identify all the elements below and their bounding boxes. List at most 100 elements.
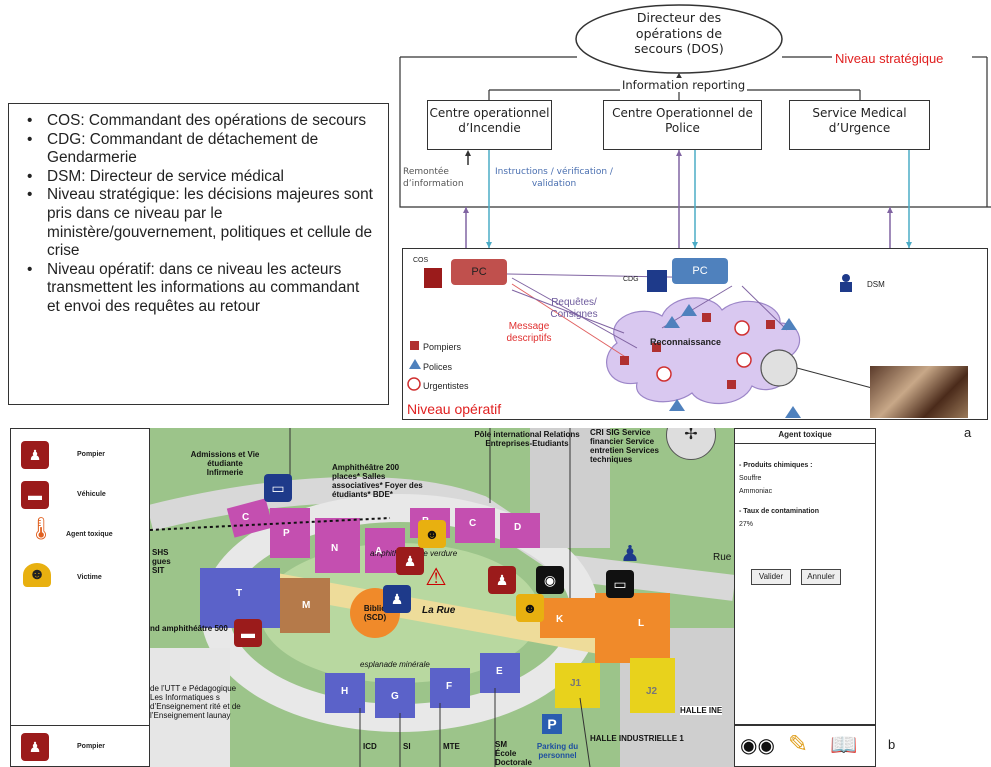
tool-pompier-label: Pompier [77, 451, 106, 458]
left-panel-divider [10, 725, 150, 726]
label-biblio: Biblio (SCD) [363, 604, 387, 622]
valider-button[interactable]: Valider [751, 569, 791, 585]
pompier-bottom-icon[interactable]: ♟ [21, 733, 49, 761]
label-esplanade: esplanade minérale [360, 660, 430, 669]
pompier-tool-icon[interactable]: ♟ [21, 441, 49, 469]
legend-urgentistes: Urgentistes [423, 381, 469, 391]
building-k: K [556, 614, 564, 625]
pencil-icon[interactable]: ✎ [788, 731, 809, 758]
legend-item-strategique: Niveau stratégique: les décisions majeur… [25, 186, 376, 260]
building-j2: J2 [646, 686, 658, 697]
centre-police-box: Centre Operationnel de Police [603, 100, 762, 150]
ammoniac-value: Ammoniac [739, 488, 773, 495]
victim-marker-icon[interactable]: ☻ [418, 520, 446, 548]
label-a: a [964, 425, 972, 440]
thermometer-tool-icon[interactable]: 🌡 [27, 516, 55, 541]
label-amphi: Amphithéâtre 200 places* Salles associat… [332, 463, 423, 499]
victim-marker-2-icon[interactable]: ☻ [516, 594, 544, 622]
dsm-label: DSM [867, 280, 885, 289]
legend-item-cdg: CDG: Commandant de détachement de Gendar… [25, 131, 376, 168]
message-label: Message descriptifs [506, 321, 552, 344]
building-g: G [391, 691, 399, 702]
label-halle1: HALLE INDUSTRIELLE 1 [590, 734, 684, 743]
legend-pompiers: Pompiers [423, 342, 462, 352]
reconnaissance-label: Reconnaissance [650, 337, 722, 347]
building-m: M [302, 600, 311, 611]
label-grand-amphi: nd amphithéâtre 500 [150, 624, 228, 633]
tool-victime-label: Victime [77, 574, 102, 581]
legend-item-dsm: DSM: Directeur de service médical [25, 168, 376, 187]
map-left-panel [10, 428, 150, 767]
label-cri: CRI SIG Service financier Service entret… [590, 428, 659, 464]
reconnaissance-lens [760, 349, 798, 387]
pompier-marker-2-icon[interactable]: ♟ [488, 566, 516, 594]
agent-panel-title: Agent toxique [734, 430, 876, 444]
instructions-label: Instructions / vérification / validation [495, 167, 613, 189]
campus-map[interactable]: Admissions et Vie étudiante Infirmerie A… [150, 428, 734, 767]
label-rue: Rue [713, 552, 732, 563]
legend-polices: Polices [423, 362, 453, 372]
building-n: N [331, 543, 339, 554]
produits-label: - Produits chimiques : [739, 462, 813, 469]
book-icon[interactable]: 📖 [830, 732, 858, 757]
building-d: D [514, 522, 522, 533]
label-admissions: Admissions et Vie étudiante Infirmerie [190, 450, 260, 477]
ambulance-marker-icon[interactable]: ▭ [606, 570, 634, 598]
centre-incendie-box: Centre operationnel d’Incendie [427, 100, 552, 150]
vehicle-marker-icon[interactable]: ▬ [234, 619, 262, 647]
legend-item-cos: COS: Commandant des opérations de secour… [25, 112, 376, 131]
building-c2: C [469, 518, 477, 529]
taux-value: 27% [739, 521, 754, 528]
campus-map-drawing [150, 428, 734, 767]
vehicle-tool-icon[interactable]: ▬ [21, 481, 49, 509]
label-sm: SM École Doctorale [495, 740, 532, 767]
label-utt: de l’UTT e Pédagogique Les Informatiques… [150, 684, 241, 720]
requetes-label: Requêtes/ Consignes [550, 297, 598, 320]
tool-vehicule-label: Véhicule [77, 491, 106, 498]
label-si: SI [403, 742, 411, 751]
niveau-operatif-label: Niveau opératif [407, 401, 502, 417]
victim-tool-icon[interactable]: ☻ [23, 563, 51, 587]
label-shs: SHS gues SIT [152, 548, 171, 575]
legend-item-operatif: Niveau opératif: dans ce niveau les acte… [25, 261, 376, 317]
cdg-label: CDG [623, 276, 639, 283]
label-halle-ine: HALLE INE [680, 706, 723, 715]
police-marker-2-icon[interactable]: ♟ [620, 541, 640, 566]
building-p: P [283, 528, 290, 539]
label-icd: ICD [363, 742, 377, 751]
binoculars-icon[interactable]: ◉◉ [740, 735, 775, 757]
pc-pompiers: PC [451, 259, 507, 285]
building-e: E [496, 666, 503, 677]
building-h: H [341, 686, 349, 697]
label-b: b [888, 737, 896, 752]
warning-marker-icon[interactable]: ⚠ [425, 564, 447, 591]
souffre-value: Souffre [739, 475, 762, 482]
label-mte: MTE [443, 742, 460, 751]
parking-icon: P [542, 714, 562, 734]
dos-label: Directeur des opérations de secours (DOS… [634, 10, 724, 56]
pc-police: PC [672, 258, 728, 284]
annuler-button[interactable]: Annuler [801, 569, 841, 585]
pompier-marker-icon[interactable]: ♟ [396, 547, 424, 575]
police-marker-icon[interactable]: ♟ [383, 585, 411, 613]
building-j1: J1 [570, 678, 582, 689]
niveau-strategique-label: Niveau stratégique [835, 51, 944, 66]
label-pole: Pôle international Relations Entreprises… [474, 430, 580, 448]
camera-marker-icon[interactable]: ◉ [536, 566, 564, 594]
label-parking: Parking du personnel [536, 742, 579, 760]
building-c1: C [242, 512, 250, 523]
bus-marker-icon[interactable]: ▭ [264, 474, 292, 502]
service-medical-box: Service Medical d’Urgence [789, 100, 930, 150]
building-a: A [375, 546, 383, 557]
rubble-photo [870, 366, 968, 418]
information-reporting-label: Information reporting [620, 78, 748, 92]
building-l: L [638, 618, 645, 629]
remontee-label: Remontée d’information [403, 167, 464, 189]
label-la-rue: La Rue [422, 605, 456, 616]
building-f: F [446, 681, 453, 692]
legend-box: COS: Commandant des opérations de secour… [8, 103, 389, 405]
cos-label: COS [413, 257, 429, 264]
taux-label: - Taux de contamination [739, 508, 819, 515]
tool-pompier-bottom-label: Pompier [77, 743, 106, 750]
building-t: T [236, 588, 243, 599]
